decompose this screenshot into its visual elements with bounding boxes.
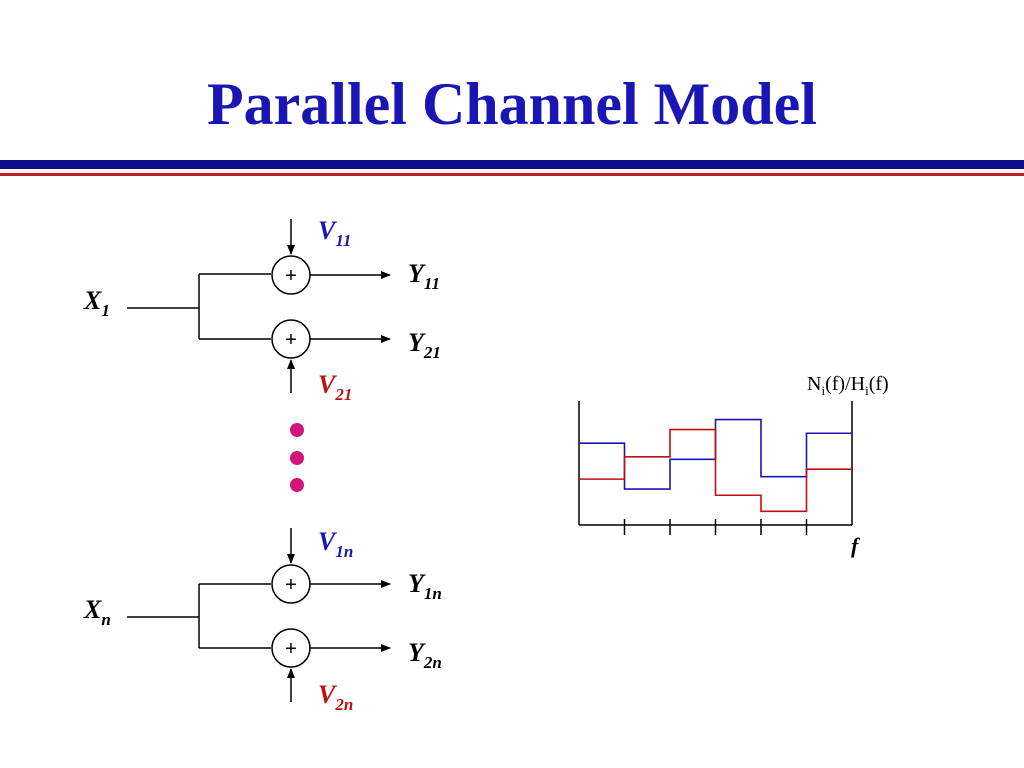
adder-plus-top-1: + bbox=[285, 265, 297, 287]
ellipsis-dot bbox=[290, 451, 304, 465]
plot-ticks bbox=[623, 519, 808, 535]
label-y1n: Y1n bbox=[408, 569, 442, 603]
label-y21: Y21 bbox=[408, 328, 441, 362]
bottom-channel-group: + + Xn V1n V2n Y1n Y2n bbox=[83, 527, 442, 714]
label-v2n: V2n bbox=[318, 680, 353, 714]
top-channel-group: + + X1 V11 V21 Y11 Y21 bbox=[83, 216, 441, 404]
plot-series-red bbox=[579, 428, 852, 513]
vertical-ellipsis bbox=[290, 423, 304, 492]
adder-plus-bottom-1: + bbox=[285, 329, 297, 351]
ellipsis-dot bbox=[290, 423, 304, 437]
label-v11: V11 bbox=[318, 216, 351, 250]
slide-title: Parallel Channel Model bbox=[207, 71, 817, 137]
label-xn: Xn bbox=[83, 595, 111, 629]
plot-y-label: Ni(f)/Hi(f) bbox=[807, 373, 889, 398]
label-x1: X1 bbox=[83, 286, 110, 320]
label-y2n: Y2n bbox=[408, 638, 442, 672]
plot-x-label: f bbox=[851, 533, 861, 558]
ellipsis-dot bbox=[290, 478, 304, 492]
adder-plus-top-n: + bbox=[285, 574, 297, 596]
title-rule-red bbox=[0, 173, 1024, 176]
adder-plus-bottom-n: + bbox=[285, 638, 297, 660]
plot-series bbox=[579, 418, 852, 513]
title-rule-navy bbox=[0, 160, 1024, 169]
label-v21: V21 bbox=[318, 370, 352, 404]
label-v1n: V1n bbox=[318, 527, 353, 561]
noise-to-gain-plot: Ni(f)/Hi(f) f bbox=[578, 373, 889, 558]
label-y11: Y11 bbox=[408, 259, 440, 293]
